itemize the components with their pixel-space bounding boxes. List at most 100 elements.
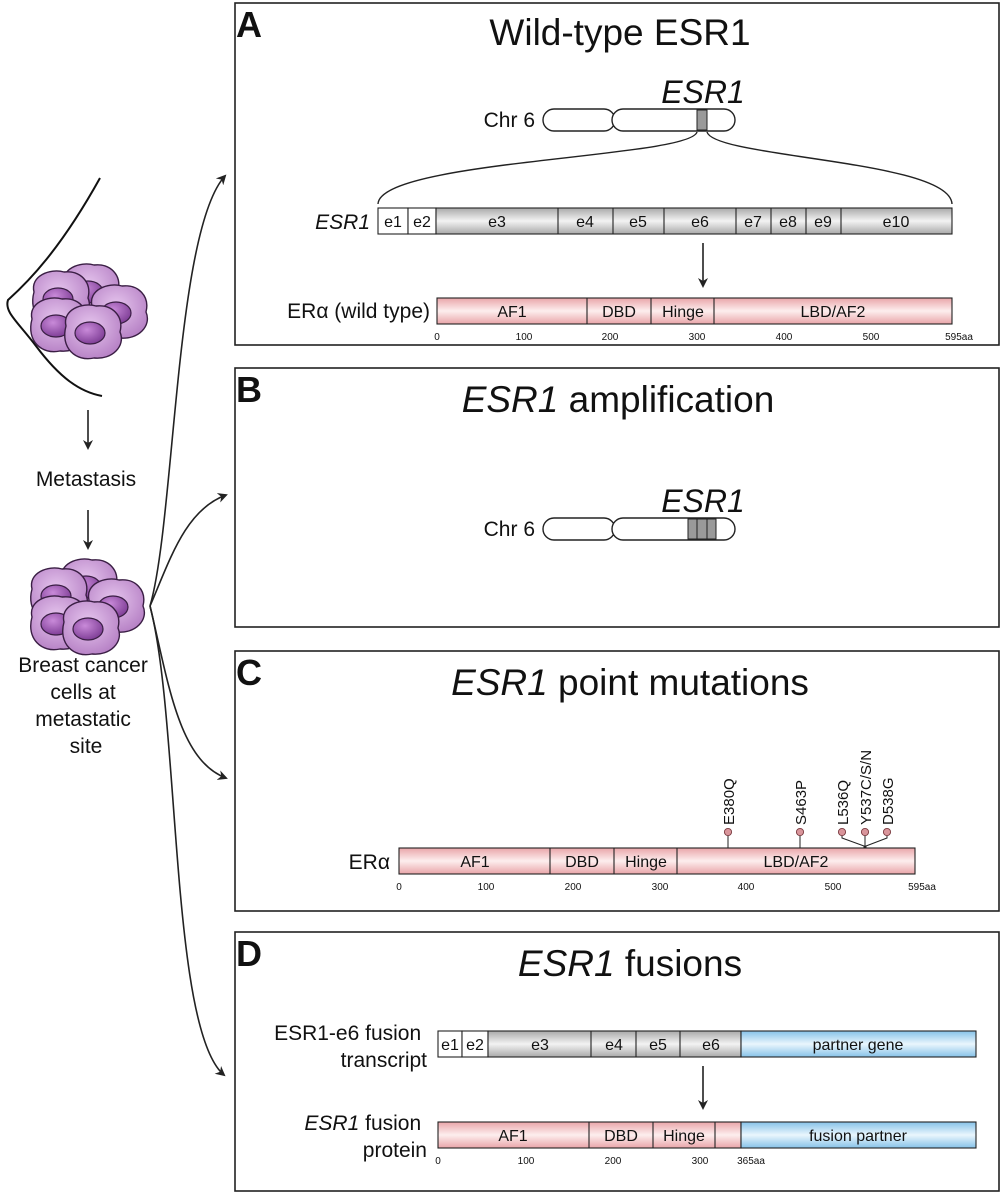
svg-text:300: 300	[689, 332, 706, 343]
exon-e10: e10	[883, 214, 910, 231]
svg-text:595aa: 595aa	[945, 332, 973, 343]
panel-d-transcript-label: ESR1-e6 fusion transcript	[274, 1022, 427, 1072]
panel-c-protein-label: ERα	[349, 851, 390, 874]
domain-lbd: LBD/AF2	[764, 854, 829, 871]
exon-e2: e2	[466, 1037, 484, 1054]
panel-a-exon-track: e1 e2 e3 e4 e5 e6 e7 e8 e9 e10	[377, 207, 953, 235]
panel-a-gene-marker: ESR1	[661, 74, 745, 110]
exon-e3: e3	[531, 1037, 549, 1054]
domain-hinge: Hinge	[625, 854, 667, 871]
primary-tumor-cells	[30, 263, 149, 360]
domain-hinge: Hinge	[662, 304, 704, 321]
panel-a-ticks: 0 100 200 300 400 500 595aa	[434, 332, 973, 343]
svg-text:400: 400	[776, 332, 793, 343]
domain-af1: AF1	[460, 854, 489, 871]
exon-e9: e9	[814, 214, 832, 231]
exon-e1: e1	[441, 1037, 459, 1054]
panel-c: C ESR1 point mutations E380Q S463P L536Q…	[234, 650, 1000, 912]
exon-e1: e1	[384, 214, 402, 231]
panel-c-ticks: 0 100 200 300 400 500 595aa	[396, 882, 936, 893]
panel-d-transcript-track: e1 e2 e3 e4 e5 e6 partner gene	[437, 1030, 977, 1058]
panel-d-letter: D	[236, 933, 262, 974]
exon-e4: e4	[576, 214, 594, 231]
arrow-to-panel-c	[149, 605, 228, 780]
panel-b: B ESR1 amplification ESR1 Chr 6	[234, 367, 1000, 628]
arrow-to-panel-a	[149, 174, 227, 607]
svg-text:0: 0	[396, 882, 402, 893]
panel-a-protein-label: ERα (wild type)	[287, 300, 430, 323]
panel-c-title: ESR1 point mutations	[451, 662, 809, 703]
svg-text:100: 100	[478, 882, 495, 893]
domain-hinge: Hinge	[663, 1128, 705, 1145]
panel-c-letter: C	[236, 652, 262, 693]
panel-a-zoom-right	[706, 131, 953, 205]
mutation-dot-l536q	[837, 827, 847, 837]
svg-text:500: 500	[825, 882, 842, 893]
panel-d-title: ESR1 fusions	[518, 943, 742, 984]
exon-e7: e7	[744, 214, 762, 231]
domain-af1: AF1	[498, 1128, 527, 1145]
domain-dbd: DBD	[604, 1128, 638, 1145]
panel-c-protein-track: AF1 DBD Hinge LBD/AF2	[398, 847, 916, 875]
svg-text:300: 300	[652, 882, 669, 893]
domain-dbd: DBD	[565, 854, 599, 871]
exon-e4: e4	[605, 1037, 623, 1054]
svg-text:300: 300	[692, 1156, 709, 1167]
panel-a-zoom-left	[377, 131, 698, 205]
metastatic-tumor-cells	[30, 558, 146, 656]
partner-gene: partner gene	[813, 1037, 904, 1054]
mutation-e380q: E380Q	[721, 778, 738, 825]
panel-a-title: Wild-type ESR1	[489, 12, 750, 53]
svg-text:500: 500	[863, 332, 880, 343]
svg-text:0: 0	[434, 332, 440, 343]
svg-text:0: 0	[435, 1156, 441, 1167]
mutation-s463p: S463P	[793, 780, 810, 825]
site-label: Breast cancer cells at metastatic site	[18, 654, 153, 758]
svg-text:365aa: 365aa	[737, 1156, 765, 1167]
breast-outline	[6, 177, 103, 397]
arrow-to-panel-b	[149, 493, 228, 607]
exon-e6: e6	[702, 1037, 720, 1054]
exon-e2: e2	[413, 214, 431, 231]
domain-lbd: LBD/AF2	[801, 304, 866, 321]
mutation-dot-s463p	[795, 827, 805, 837]
exon-e5: e5	[629, 214, 647, 231]
panel-a-protein-track: AF1 DBD Hinge LBD/AF2	[436, 297, 953, 325]
domain-af1: AF1	[497, 304, 526, 321]
panel-a-chr-label: Chr 6	[484, 109, 535, 132]
exon-e5: e5	[649, 1037, 667, 1054]
mutation-y537: Y537C/S/N	[858, 750, 875, 825]
exon-e6: e6	[691, 214, 709, 231]
panel-b-chr-label: Chr 6	[484, 518, 535, 541]
panel-d-protein-label: ESR1 fusion protein	[304, 1112, 427, 1162]
panel-d-ticks: 0 100 200 300 365aa	[435, 1156, 765, 1167]
domain-dbd: DBD	[602, 304, 636, 321]
svg-text:100: 100	[516, 332, 533, 343]
svg-text:595aa: 595aa	[908, 882, 936, 893]
panel-a: A Wild-type ESR1 ESR1 Chr 6 ESR1 e1 e2	[234, 2, 1000, 346]
panel-d: D ESR1 fusions ESR1-e6 fusion transcript…	[234, 931, 1000, 1192]
panel-b-title: ESR1 amplification	[462, 379, 775, 420]
metastasis-label: Metastasis	[36, 468, 136, 491]
panel-b-chromosome	[542, 517, 736, 541]
panel-a-letter: A	[236, 4, 262, 45]
svg-text:200: 200	[565, 882, 582, 893]
exon-e3: e3	[488, 214, 506, 231]
svg-text:200: 200	[602, 332, 619, 343]
svg-text:400: 400	[738, 882, 755, 893]
panel-a-gene-label: ESR1	[315, 211, 370, 234]
fusion-partner: fusion partner	[809, 1128, 908, 1145]
arrow-to-panel-d	[149, 605, 226, 1077]
svg-text:100: 100	[518, 1156, 535, 1167]
panel-b-gene-marker: ESR1	[661, 483, 745, 519]
mutation-d538g: D538G	[880, 777, 897, 825]
panel-b-letter: B	[236, 369, 262, 410]
mutation-dot-y537	[860, 827, 870, 837]
panel-d-protein-track: AF1 DBD Hinge fusion partner	[437, 1121, 977, 1149]
svg-text:200: 200	[605, 1156, 622, 1167]
exon-e8: e8	[779, 214, 797, 231]
panel-a-chromosome	[542, 108, 736, 132]
mutation-dot-d538g	[882, 827, 892, 837]
mutation-l536q: L536Q	[835, 780, 852, 825]
